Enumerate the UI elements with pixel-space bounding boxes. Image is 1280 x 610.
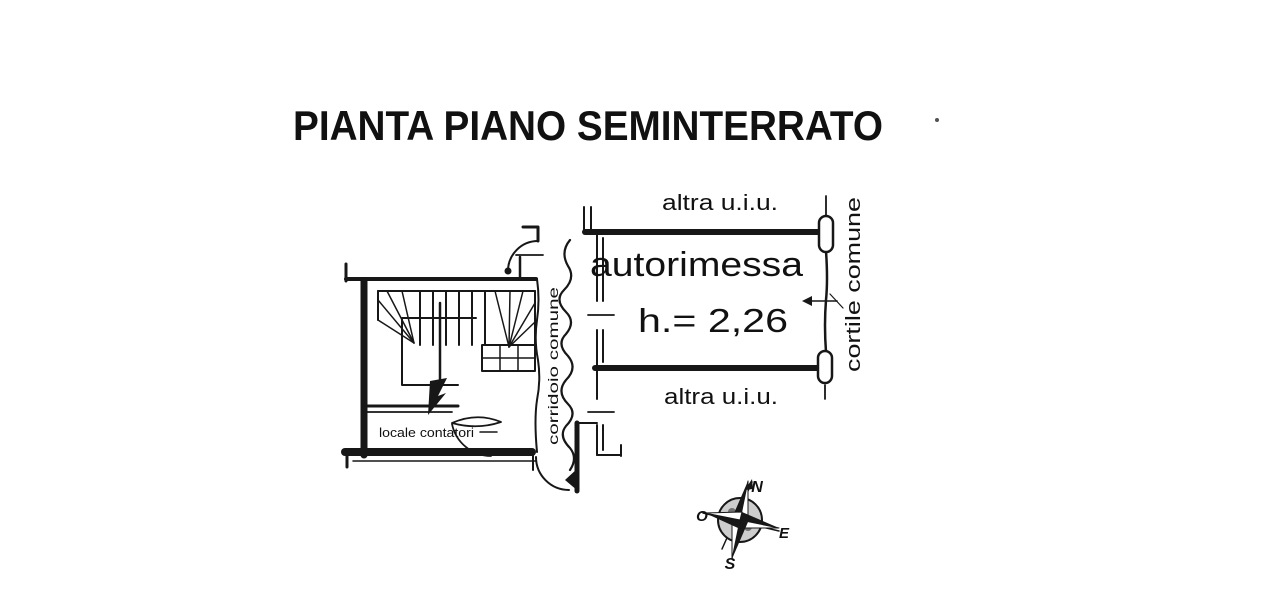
compass-o-label: O xyxy=(696,508,708,525)
compass-rose: N O E S xyxy=(696,479,790,573)
label-garage-height: h.= 2,26 xyxy=(638,302,788,339)
label-altra-uiu-bottom: altra u.i.u. xyxy=(664,384,778,409)
right-winder-fan xyxy=(494,290,536,348)
pilaster-top xyxy=(817,214,835,254)
scan-speck xyxy=(935,118,939,122)
compass-e-label: E xyxy=(779,525,790,542)
door-leaf xyxy=(451,416,502,428)
north-arrowhead xyxy=(745,479,753,490)
label-locale-contatori: locale contatori xyxy=(379,425,474,440)
corridor-left-wall xyxy=(534,278,541,453)
corridor: corridoio comune xyxy=(504,225,598,494)
label-autorimessa: autorimessa xyxy=(590,246,803,284)
corridor-right-wall xyxy=(558,238,576,472)
compass-s-label: S xyxy=(725,556,736,573)
corridor-top-door xyxy=(504,225,544,281)
compass-n-label: N xyxy=(751,479,763,496)
label-corridoio-comune: corridoio comune xyxy=(546,287,561,445)
page-title: PIANTA PIANO SEMINTERRATO xyxy=(293,102,883,149)
door-hinge xyxy=(504,267,512,275)
wall-leader-arrow xyxy=(802,293,844,309)
stairwell xyxy=(344,262,538,459)
corridor-bottom-door xyxy=(532,420,598,494)
garage-room: altra u.i.u. autorimessa h.= 2,26 altra … xyxy=(582,190,865,457)
door-swing-arc xyxy=(535,456,570,491)
door-swing-arc xyxy=(507,240,539,272)
wall-nub xyxy=(521,225,540,243)
lower-steps xyxy=(481,344,536,372)
garage-right-wall xyxy=(823,249,829,354)
label-altra-uiu-top: altra u.i.u. xyxy=(662,190,778,215)
lower-unit-wall xyxy=(587,367,622,457)
meter-room: locale contatori xyxy=(341,404,537,469)
pilaster-bottom xyxy=(816,349,834,385)
compass-star xyxy=(704,480,780,560)
label-cortile-comune: cortile comune xyxy=(843,197,865,372)
garage-left-wall xyxy=(587,231,615,369)
stairs-down-arrow xyxy=(428,301,447,415)
